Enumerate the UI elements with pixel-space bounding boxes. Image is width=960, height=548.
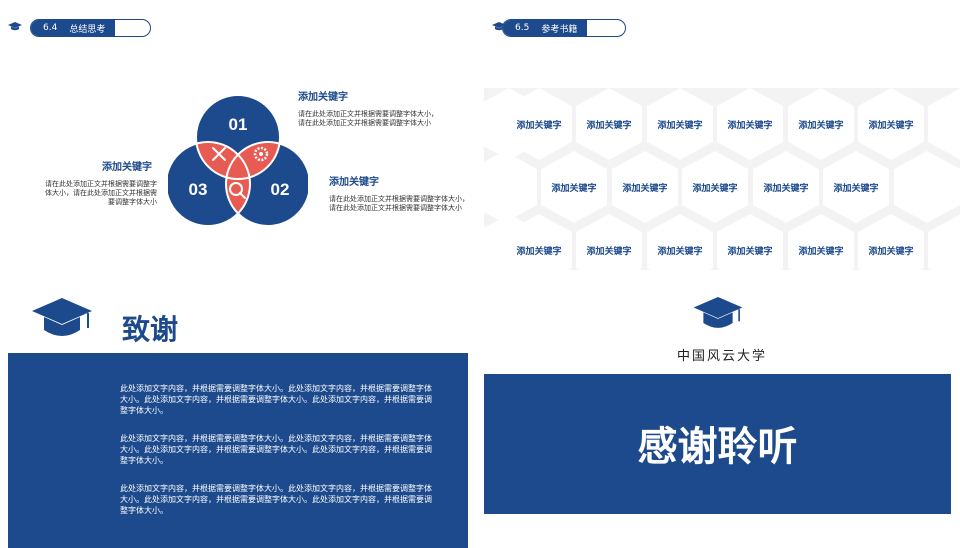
section-title: 总结思考 <box>63 20 116 36</box>
hexagon-label: 添加关键字 <box>586 246 632 257</box>
hexagon-label: 添加关键字 <box>551 183 597 194</box>
hexagon-keyword[interactable]: 添加关键字 <box>506 88 572 160</box>
section-tag: 6.5 参考书籍 <box>502 19 626 37</box>
section-number: 6.5 <box>503 20 536 36</box>
section-number: 6.4 <box>31 20 64 36</box>
gear-icon <box>253 146 269 162</box>
venn-label-02: 02 <box>271 180 290 199</box>
graduation-cap-icon <box>693 296 743 328</box>
hexagon-keyword[interactable]: 添加关键字 <box>858 88 924 160</box>
hexagon-label: 添加关键字 <box>833 183 879 194</box>
venn-diagram: 01 02 03 <box>168 94 308 227</box>
hexagon-label: 添加关键字 <box>516 120 562 131</box>
hexagon-edge <box>484 151 537 223</box>
hexagon-label: 添加关键字 <box>868 246 914 257</box>
hexagon-keyword[interactable]: 添加关键字 <box>612 151 678 223</box>
hexagon-keyword[interactable]: 添加关键字 <box>788 214 854 270</box>
hexagon-label: 添加关键字 <box>727 246 773 257</box>
keyword-title-1: 添加关键字 <box>298 92 348 103</box>
page-title: 致谢 <box>122 313 179 346</box>
slide-acknowledgement[interactable]: 致谢 此处添加文字内容，并根据需要调整字体大小。此处添加文字内容，并根据需要调整… <box>0 278 476 548</box>
graduation-cap-icon <box>8 22 22 31</box>
hexagon-label: 添加关键字 <box>692 183 738 194</box>
hexagon-keyword[interactable]: 添加关键字 <box>541 151 607 223</box>
slide-reference-books[interactable]: 6.5 参考书籍 添加关键字 添加关键字 添加关键字 添加关键字 添加关键字 添… <box>484 0 960 270</box>
hexagon-keyword[interactable]: 添加关键字 <box>823 151 889 223</box>
content-panel: 此处添加文字内容，并根据需要调整字体大小。此处添加文字内容，并根据需要调整字体大… <box>8 353 468 548</box>
hexagon-label: 添加关键字 <box>798 120 844 131</box>
hexagon-label: 添加关键字 <box>516 246 562 257</box>
keyword-title-3: 添加关键字 <box>102 162 152 173</box>
paragraph-2: 此处添加文字内容，并根据需要调整字体大小。此处添加文字内容，并根据需要调整字体大… <box>120 434 432 465</box>
hexagon-label: 添加关键字 <box>727 120 773 131</box>
hexagon-edge <box>894 151 960 223</box>
section-title: 参考书籍 <box>535 20 588 36</box>
hexagon-keyword[interactable]: 添加关键字 <box>682 151 748 223</box>
hexagon-edge <box>928 88 960 160</box>
hexagon-label: 添加关键字 <box>657 246 703 257</box>
hexagon-keyword[interactable]: 添加关键字 <box>858 214 924 270</box>
hexagon-grid: 添加关键字 添加关键字 添加关键字 添加关键字 添加关键字 添加关键字 添加关键… <box>484 88 960 270</box>
hexagon-label: 添加关键字 <box>586 120 632 131</box>
hexagon-edge <box>928 214 960 270</box>
keyword-title-2: 添加关键字 <box>329 177 379 188</box>
hexagon-keyword[interactable]: 添加关键字 <box>576 214 642 270</box>
keyword-body-3: 请在此处添加正文并根据需要调整字体大小，请在此处添加正文并根据需要调整字体大小 <box>45 180 157 206</box>
slide-summary[interactable]: 6.4 总结思考 01 02 03 添加关键字 请在此处添加 <box>0 0 476 270</box>
hexagon-keyword[interactable]: 添加关键字 <box>717 214 783 270</box>
paragraph-3: 此处添加文字内容，并根据需要调整字体大小。此处添加文字内容，并根据需要调整字体大… <box>120 484 432 515</box>
paragraph-1: 此处添加文字内容，并根据需要调整字体大小。此处添加文字内容，并根据需要调整字体大… <box>120 384 432 415</box>
hexagon-label: 添加关键字 <box>763 183 809 194</box>
thanks-heading: 感谢聆听 <box>637 424 798 470</box>
hexagon-keyword[interactable]: 添加关键字 <box>753 151 819 223</box>
hexagon-keyword[interactable]: 添加关键字 <box>647 214 713 270</box>
hexagon-label: 添加关键字 <box>657 120 703 131</box>
tools-icon <box>212 147 226 161</box>
thanks-panel: 感谢聆听 <box>484 374 951 514</box>
keyword-body-1: 请在此处添加正文并根据需要调整字体大小，请在此处添加正文并根据需要调整字体大小 <box>298 110 438 127</box>
university-name: 中国风云大学 <box>676 349 767 364</box>
hexagon-label: 添加关键字 <box>868 120 914 131</box>
hexagon-keyword[interactable]: 添加关键字 <box>576 88 642 160</box>
graduation-cap-icon <box>32 298 92 336</box>
section-tag: 6.4 总结思考 <box>30 19 151 37</box>
magnifier-icon <box>229 182 246 199</box>
venn-label-01: 01 <box>229 115 248 134</box>
slide-thank-you[interactable]: 中国风云大学 感谢聆听 <box>484 278 960 548</box>
keyword-body-2: 请在此处添加正文并根据需要调整字体大小，请在此处添加正文并根据需要调整字体大小 <box>329 195 469 212</box>
venn-label-03: 03 <box>189 180 208 199</box>
hexagon-keyword[interactable]: 添加关键字 <box>717 88 783 160</box>
hexagon-label: 添加关键字 <box>798 246 844 257</box>
hexagon-keyword[interactable]: 添加关键字 <box>647 88 713 160</box>
hexagon-label: 添加关键字 <box>622 183 668 194</box>
hexagon-keyword[interactable]: 添加关键字 <box>788 88 854 160</box>
